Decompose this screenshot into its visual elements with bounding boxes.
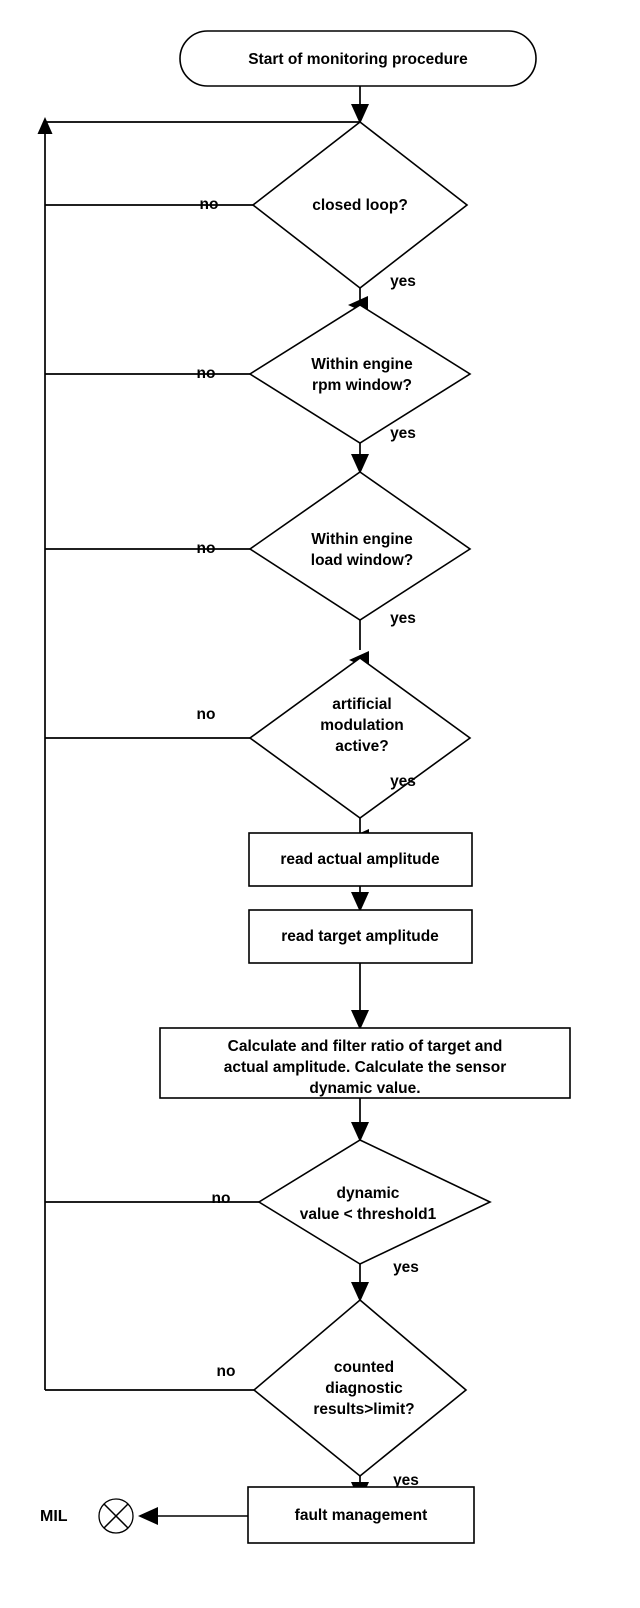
edge-label-modulation-yes: yes (390, 773, 416, 790)
process-fault-management-label: fault management (295, 1507, 428, 1524)
feedback-rail-up-arrowhead (37, 117, 53, 134)
edge-label-load-yes: yes (390, 610, 416, 627)
edge-label-counter-yes: yes (393, 1472, 419, 1489)
edge-label-rpm-no: no (197, 365, 216, 382)
edge-actual-to-target-arrowhead (351, 892, 369, 912)
edge-label-counter-no: no (217, 1363, 236, 1380)
edge-threshold-yes-arrowhead (351, 1282, 369, 1302)
process-fault-management[interactable] (247, 1486, 475, 1544)
edge-label-load-no: no (197, 540, 216, 557)
decision-rpm-window[interactable] (248, 304, 472, 444)
process-read-actual-amplitude[interactable] (248, 832, 473, 887)
edge-label-closed-loop-yes: yes (390, 273, 416, 290)
start-terminal[interactable] (179, 30, 537, 87)
edge-target-to-calculate-arrowhead (351, 1010, 369, 1030)
mil-indicator-icon (98, 1498, 134, 1534)
edge-rpm-yes-arrowhead (351, 454, 369, 474)
process-calculate-ratio[interactable] (159, 1027, 571, 1099)
edge-label-rpm-yes: yes (390, 425, 416, 442)
start-terminal-label: Start of monitoring procedure (248, 51, 468, 68)
process-read-actual-amplitude-label: read actual amplitude (280, 851, 440, 868)
process-read-target-amplitude-label: read target amplitude (281, 928, 439, 945)
process-calculate-ratio-label-3: dynamic value. (309, 1080, 420, 1097)
decision-load-window-label-1: Within engine (311, 531, 413, 548)
edge-fault-to-mil-arrowhead (138, 1507, 158, 1525)
edge-start-to-closed-loop-arrowhead (351, 104, 369, 124)
decision-modulation-label-1: artificial (332, 696, 391, 713)
process-calculate-ratio-label-1: Calculate and filter ratio of target and (228, 1038, 503, 1055)
process-read-target-amplitude[interactable] (248, 909, 473, 964)
decision-load-window-label-2: load window? (311, 552, 413, 569)
edge-label-threshold-no: no (212, 1190, 231, 1207)
decision-modulation-label-3: active? (335, 738, 388, 755)
decision-rpm-window-label-2: rpm window? (312, 377, 412, 394)
edge-calculate-to-threshold-arrowhead (351, 1122, 369, 1142)
edge-label-closed-loop-no: no (200, 196, 219, 213)
edge-label-modulation-no: no (197, 706, 216, 723)
decision-threshold-label-2: value < threshold1 (300, 1206, 437, 1223)
process-calculate-ratio-label-2: actual amplitude. Calculate the sensor (224, 1059, 507, 1076)
decision-modulation-label-2: modulation (320, 717, 404, 734)
edge-label-threshold-yes: yes (393, 1259, 419, 1276)
decision-threshold-label-1: dynamic (337, 1185, 400, 1202)
decision-counter-label-3: results>limit? (313, 1401, 414, 1418)
decision-counter-label-1: counted (334, 1359, 394, 1376)
decision-rpm-window-label-1: Within engine (311, 356, 413, 373)
decision-counter-label-2: diagnostic (325, 1380, 403, 1397)
mil-label: MIL (40, 1508, 68, 1525)
decision-closed-loop-label: closed loop? (312, 197, 408, 214)
